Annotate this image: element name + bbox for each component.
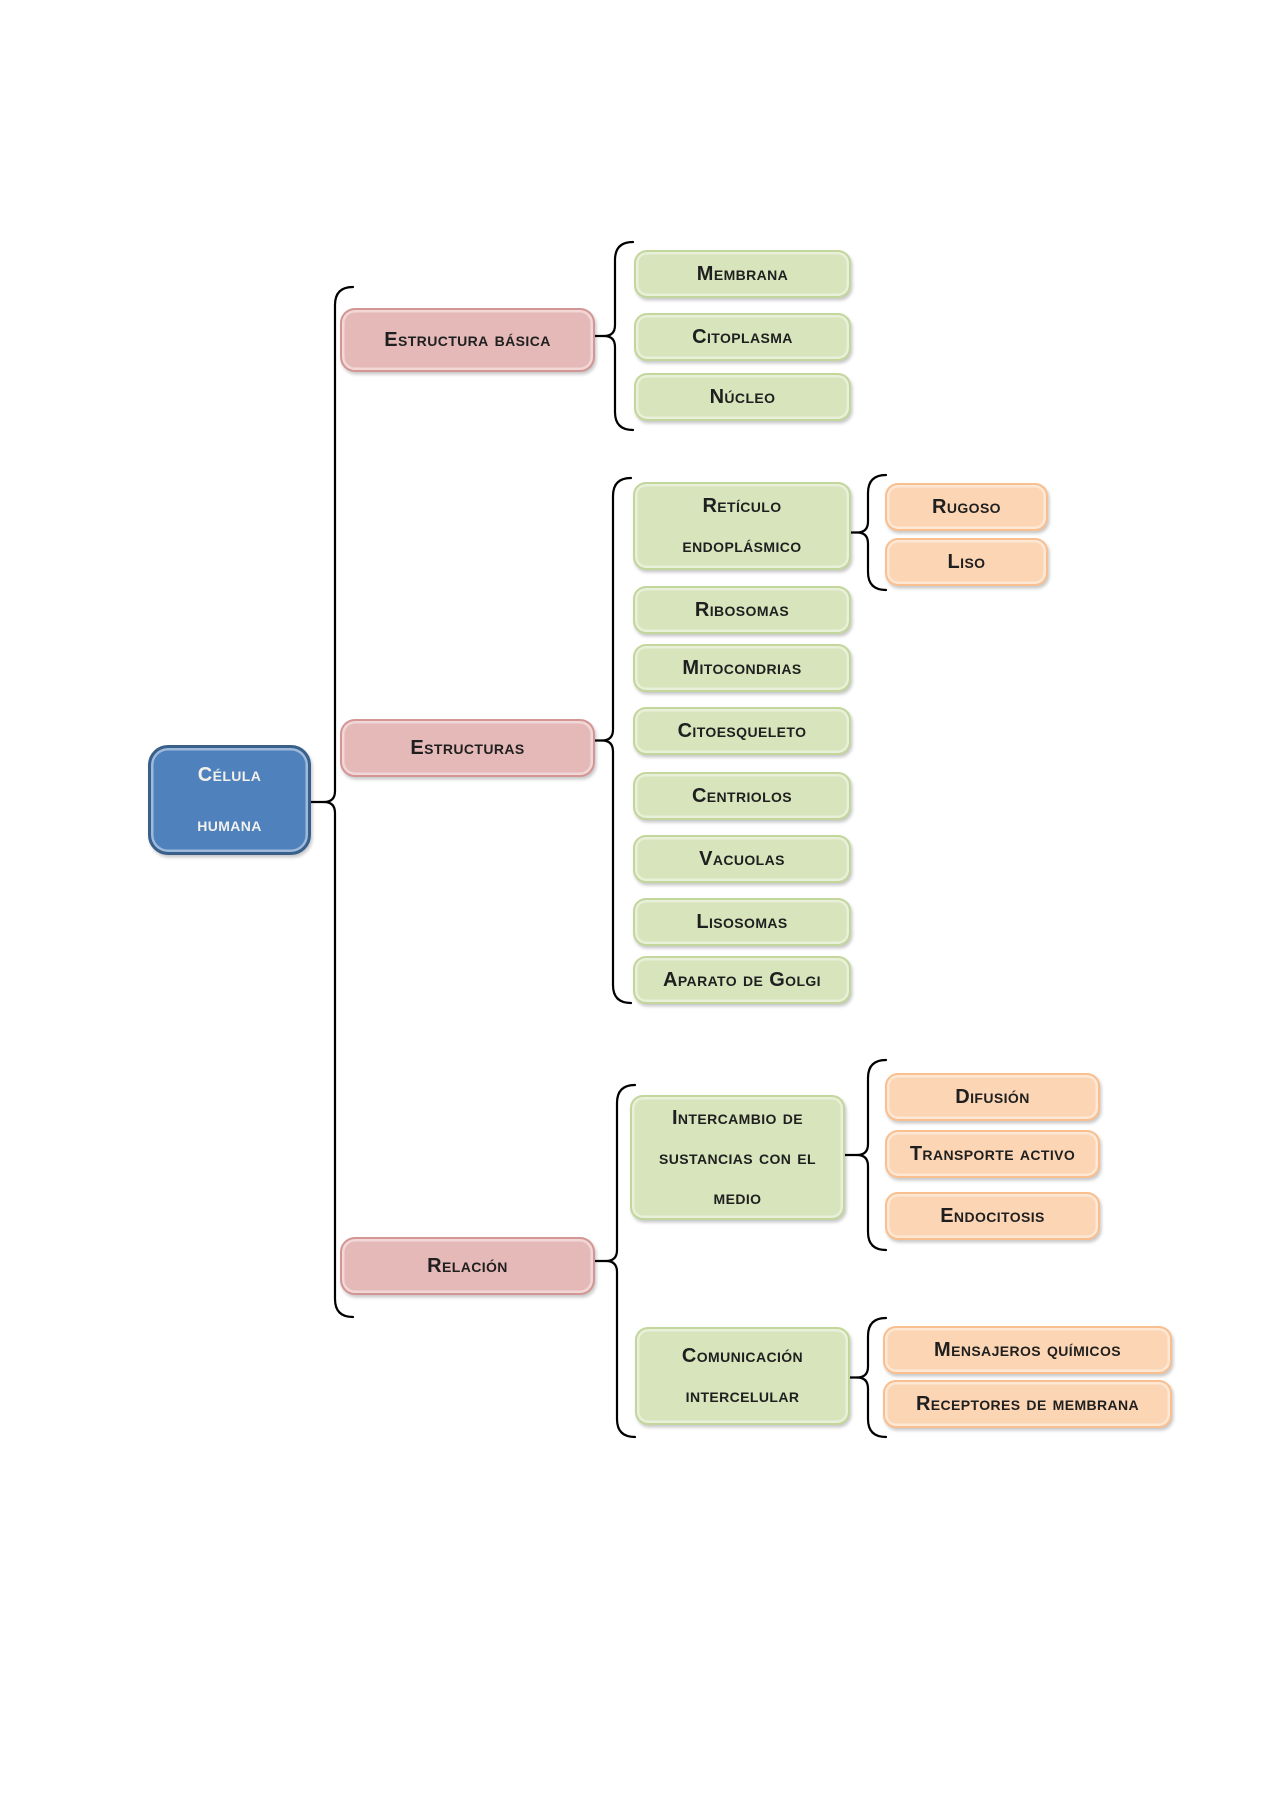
node-label-aparato-de-golgi: Aparato de Golgi xyxy=(663,969,821,991)
node-label-nucleo: Núcleo xyxy=(709,386,776,408)
node-label-ribosomas: Ribosomas xyxy=(694,599,790,621)
node-label-estructura-basica: Estructura básica xyxy=(384,329,551,351)
node-aparato-de-golgi: Aparato de Golgi xyxy=(633,956,851,1004)
brace-connector xyxy=(855,473,888,592)
node-label-membrana: Membrana xyxy=(696,263,789,285)
node-membrana: Membrana xyxy=(634,250,851,298)
node-label-transporte-activo: Transporte activo xyxy=(909,1143,1076,1165)
node-transporte-activo: Transporte activo xyxy=(885,1130,1100,1178)
node-intercambio-de-sustancias: Intercambio de sustancias con el medio xyxy=(630,1095,845,1220)
node-label-centriolos: Centriolos xyxy=(691,785,793,807)
node-difusion: Difusión xyxy=(885,1073,1100,1121)
node-label-receptores-de-membrana: Receptores de membrana xyxy=(915,1393,1140,1415)
brace-connector xyxy=(322,285,355,1319)
node-label-liso: Liso xyxy=(947,551,986,573)
node-estructuras: Estructuras xyxy=(340,719,595,777)
node-label-lisosomas: Lisosomas xyxy=(696,911,788,933)
node-label-mitocondrias: Mitocondrias xyxy=(682,657,802,679)
node-label-intercambio-de-sustancias: Intercambio de sustancias con el medio xyxy=(659,1106,816,1209)
node-label-citoplasma: Citoplasma xyxy=(692,326,793,348)
node-rugoso: Rugoso xyxy=(885,483,1048,531)
node-mensajeros-quimicos: Mensajeros químicos xyxy=(883,1326,1172,1374)
brace-connector xyxy=(855,1058,888,1252)
node-label-celula-humana: Célula humana xyxy=(197,764,262,836)
node-comunicacion-intercelular: Comunicación intercelular xyxy=(635,1327,850,1425)
node-receptores-de-membrana: Receptores de membrana xyxy=(883,1380,1172,1428)
brace-connector xyxy=(855,1316,888,1439)
node-estructura-basica: Estructura básica xyxy=(340,308,595,372)
node-label-estructuras: Estructuras xyxy=(410,737,525,759)
node-label-relacion: Relación xyxy=(427,1255,508,1277)
node-label-reticulo-endoplasmico: Retículo endoplásmico xyxy=(682,495,802,557)
node-relacion: Relación xyxy=(340,1237,595,1295)
node-citoplasma: Citoplasma xyxy=(634,313,851,361)
node-mitocondrias: Mitocondrias xyxy=(633,644,851,692)
node-nucleo: Núcleo xyxy=(634,373,851,421)
brace-connector xyxy=(602,240,635,432)
node-centriolos: Centriolos xyxy=(633,772,851,820)
node-liso: Liso xyxy=(885,538,1048,586)
node-ribosomas: Ribosomas xyxy=(633,586,851,634)
node-reticulo-endoplasmico: Retículo endoplásmico xyxy=(633,482,851,570)
node-label-endocitosis: Endocitosis xyxy=(940,1205,1045,1227)
node-label-citoesqueleto: Citoesqueleto xyxy=(677,720,807,742)
node-lisosomas: Lisosomas xyxy=(633,898,851,946)
node-label-mensajeros-quimicos: Mensajeros químicos xyxy=(934,1339,1121,1361)
node-endocitosis: Endocitosis xyxy=(885,1192,1100,1240)
node-citoesqueleto: Citoesqueleto xyxy=(633,707,851,755)
node-label-vacuolas: Vacuolas xyxy=(699,848,785,870)
node-label-difusion: Difusión xyxy=(955,1086,1030,1108)
node-label-rugoso: Rugoso xyxy=(932,496,1001,518)
brace-connector xyxy=(600,476,633,1005)
node-celula-humana: Célula humana xyxy=(148,745,311,855)
node-label-comunicacion-intercelular: Comunicación intercelular xyxy=(681,1345,804,1407)
node-vacuolas: Vacuolas xyxy=(633,835,851,883)
